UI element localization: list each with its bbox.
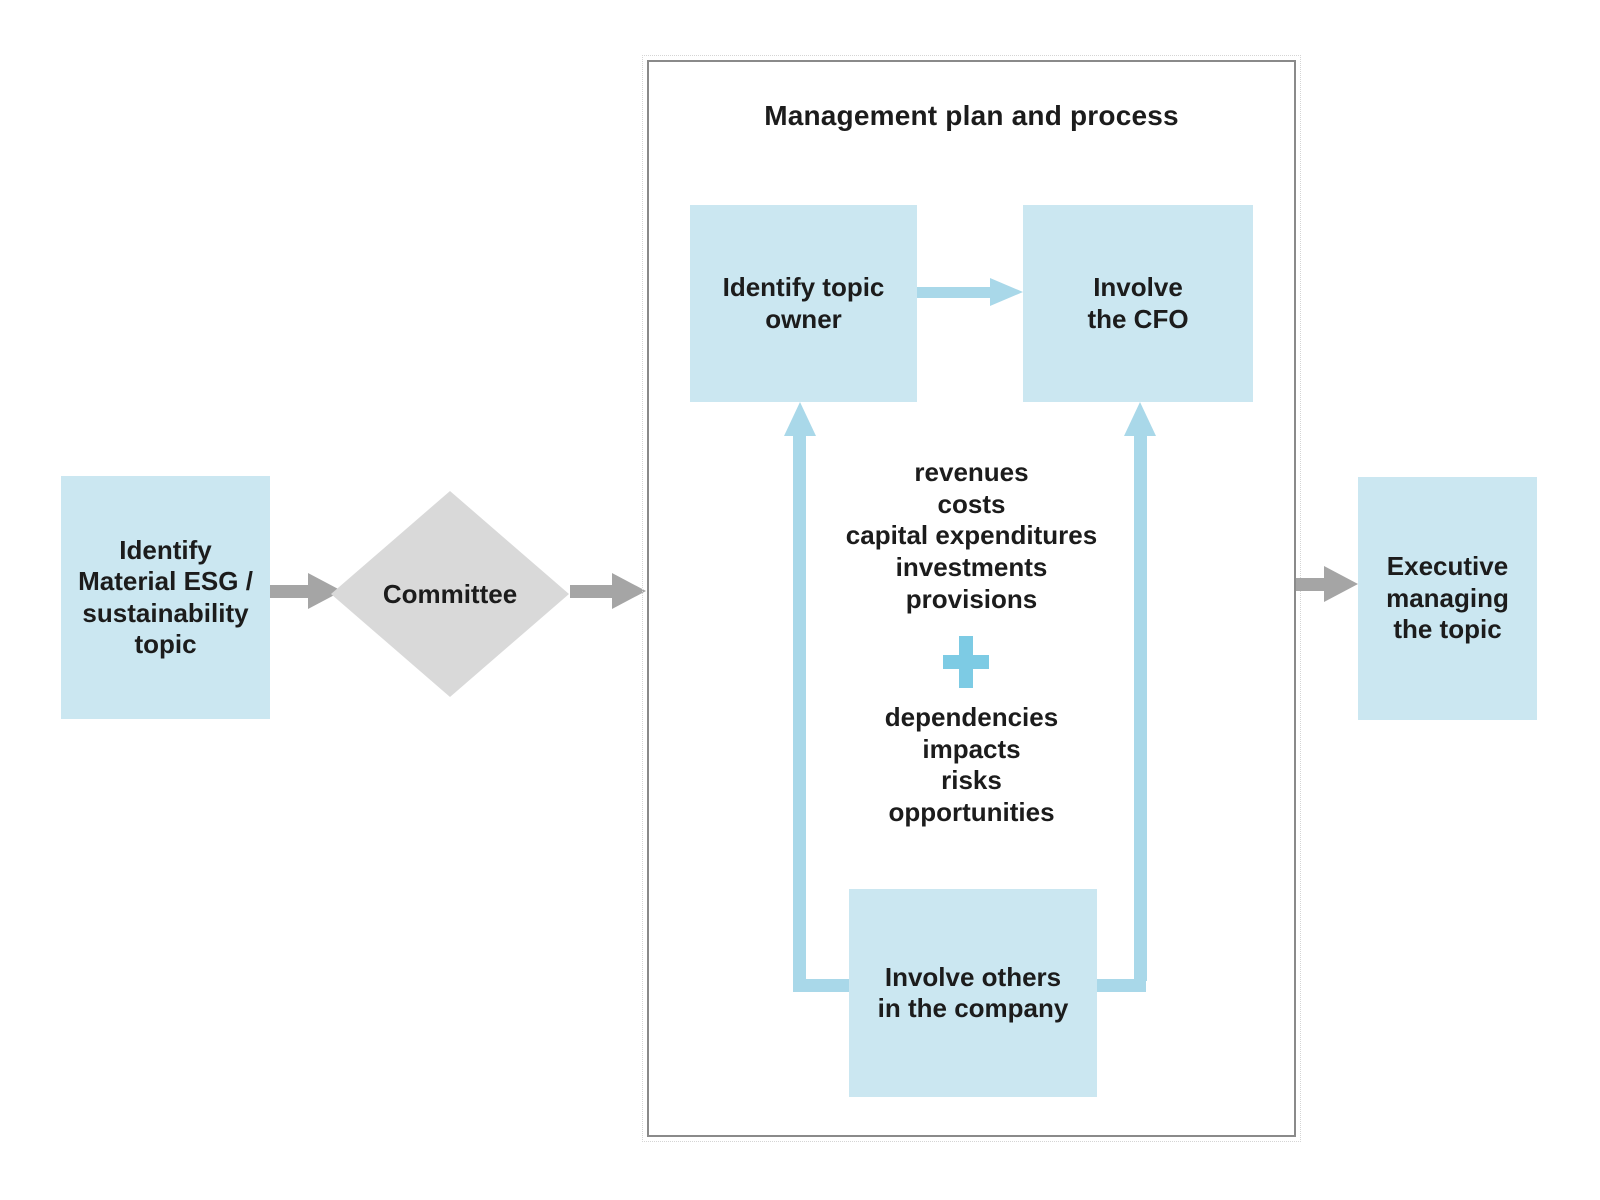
identify-material-esg-label-line: Material ESG / <box>78 566 253 596</box>
list-item: impacts <box>922 733 1021 764</box>
owner-to-cfo-arrow-head-icon <box>990 278 1023 306</box>
list-item: provisions <box>905 583 1038 614</box>
involve-others-label-line: in the company <box>877 993 1069 1023</box>
identify-material-esg-label-line: topic <box>134 629 197 659</box>
list-item: capital expenditures <box>845 520 1098 551</box>
list-item: opportunities <box>888 797 1055 828</box>
esg-factors-list: dependencies impacts risks opportunities <box>697 702 1246 829</box>
left-up-arrow-shaft <box>793 436 806 981</box>
list-item: revenues <box>914 457 1029 487</box>
identify-topic-owner-label-line: owner <box>765 303 842 334</box>
executive-label-line: managing <box>1386 582 1509 613</box>
involve-cfo-label-line: the CFO <box>1087 303 1189 334</box>
involve-others-box: Involve others in the company <box>849 889 1097 1097</box>
executive-label-line: the topic <box>1393 614 1502 645</box>
list-item: investments <box>895 552 1048 583</box>
committee-diamond: Committee <box>331 491 569 697</box>
arrow-to-executive-head-icon <box>1324 566 1358 602</box>
identify-material-esg-box: Identify Material ESG / sustainability t… <box>61 476 270 719</box>
executive-box: Executive managing the topic <box>1358 477 1537 720</box>
arrow-to-executive <box>1296 578 1326 591</box>
financial-factors-list: revenues costs capital expenditures inve… <box>697 457 1246 616</box>
involve-cfo-label-line: Involve <box>1093 272 1183 302</box>
list-item: dependencies <box>884 702 1059 732</box>
executive-label-line: Executive <box>1386 551 1509 582</box>
list-item: risks <box>941 765 1002 796</box>
arrow-to-committee <box>270 585 310 598</box>
arrow-to-management-head-icon <box>612 573 646 609</box>
right-up-arrow-shaft <box>1134 436 1147 981</box>
committee-label: Committee <box>382 578 518 609</box>
right-up-arrow-head-icon <box>1124 402 1156 436</box>
list-item: costs <box>937 488 1006 519</box>
identify-topic-owner-label-line: Identify topic <box>722 272 885 302</box>
arrow-to-management <box>570 585 614 598</box>
left-up-arrow-head-icon <box>784 402 816 436</box>
involve-others-label-line: Involve others <box>884 961 1062 992</box>
identify-material-esg-label-line: sustainability <box>82 597 249 628</box>
identify-material-esg-label-line: Identify <box>119 534 212 565</box>
owner-to-cfo-arrow <box>917 287 992 298</box>
management-plan-title: Management plan and process <box>764 100 1179 131</box>
involve-cfo-box: Involve the CFO <box>1023 205 1253 402</box>
plus-icon <box>943 636 989 688</box>
identify-topic-owner-box: Identify topic owner <box>690 205 917 402</box>
